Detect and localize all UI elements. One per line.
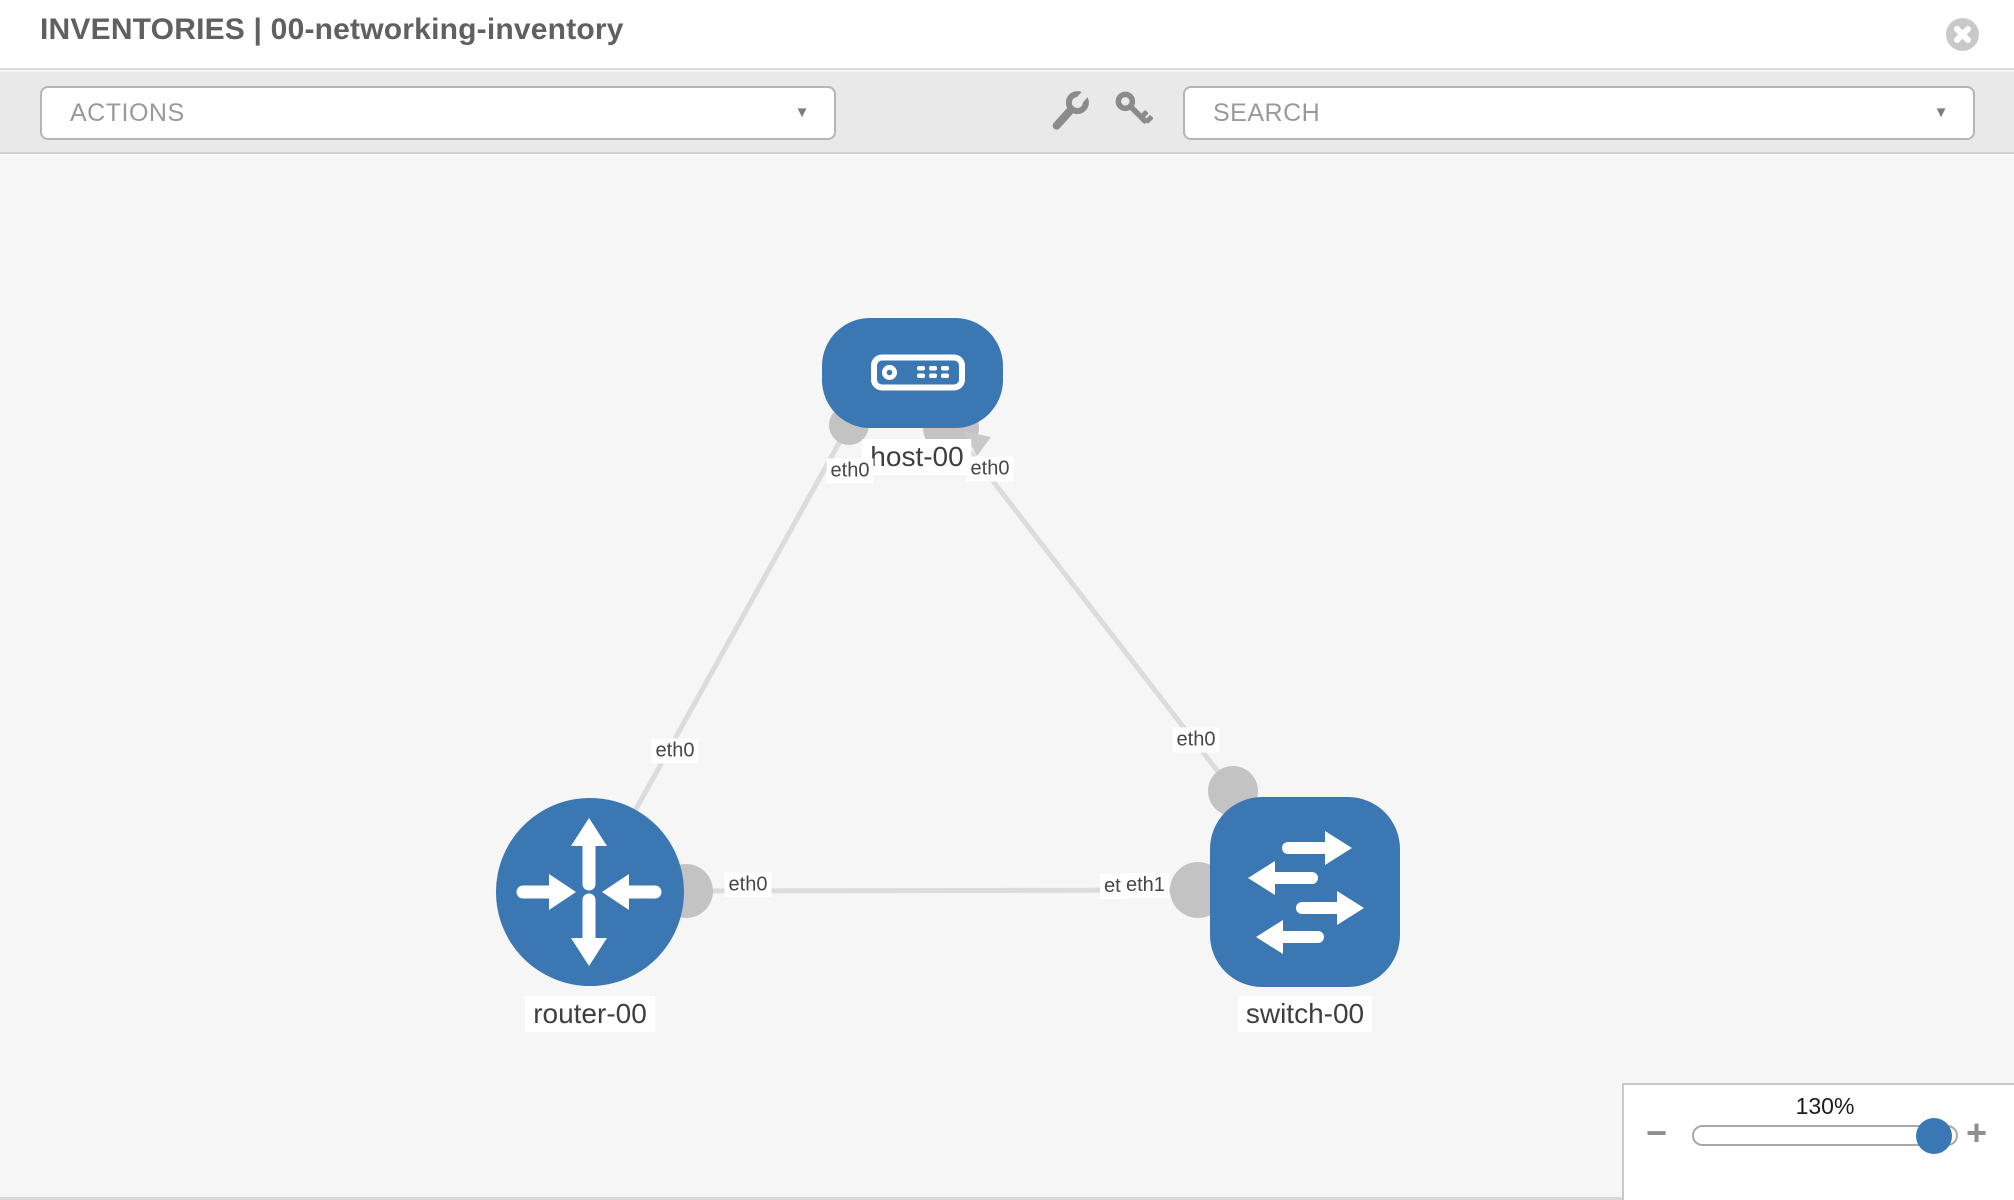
zoom-slider[interactable] <box>1692 1118 1958 1154</box>
if-label-router-eth0: eth0 <box>724 872 772 898</box>
configure-button[interactable] <box>1040 85 1096 141</box>
switch-icon <box>1248 831 1364 954</box>
close-icon <box>1954 26 1971 43</box>
canvas-bottom-edge <box>0 1197 1624 1200</box>
close-button[interactable] <box>1946 18 1979 51</box>
zoom-out-button[interactable]: − <box>1646 1112 1668 1153</box>
node-label-router: router-00 <box>525 996 655 1032</box>
toolbar: ACTIONS ▼ SEAR <box>0 72 2014 154</box>
chevron-down-icon: ▼ <box>1933 104 1949 121</box>
page-title: INVENTORIES | 00-networking-inventory <box>40 13 624 46</box>
zoom-control-panel: 130% − + <box>1622 1083 2014 1200</box>
chevron-down-icon: ▼ <box>794 104 810 121</box>
link-arrowhead <box>963 431 991 456</box>
actions-dropdown[interactable]: ACTIONS ▼ <box>40 86 836 140</box>
key-icon <box>1115 91 1154 124</box>
router-icon <box>516 818 662 966</box>
host-icon <box>871 354 965 391</box>
wrench-icon <box>1052 90 1090 130</box>
if-label-host-eth0-right: eth0 <box>966 456 1014 482</box>
node-host-00[interactable] <box>822 318 1003 428</box>
search-dropdown-label: SEARCH <box>1213 99 1321 127</box>
key-button[interactable] <box>1106 85 1162 141</box>
node-router-00[interactable] <box>496 798 684 986</box>
if-label-host-eth0-left: eth0 <box>826 458 874 484</box>
header-bar: INVENTORIES | 00-networking-inventory <box>0 0 2014 70</box>
node-switch-00[interactable] <box>1210 797 1400 987</box>
if-label-switch-eth0: eth0 <box>1172 727 1220 753</box>
zoom-in-button[interactable]: + <box>1966 1112 1988 1153</box>
node-label-switch: switch-00 <box>1237 996 1373 1032</box>
zoom-level: 130% <box>1795 1093 1855 1119</box>
search-dropdown[interactable]: SEARCH ▼ <box>1183 86 1975 140</box>
topology-canvas[interactable] <box>0 156 2014 1200</box>
if-label-router-eth0-up: eth0 <box>651 738 699 764</box>
zoom-slider-thumb[interactable] <box>1916 1118 1952 1154</box>
node-label-host: host-00 <box>862 439 972 475</box>
actions-dropdown-label: ACTIONS <box>70 99 185 127</box>
if-label-switch-eth1: eth1 <box>1122 873 1169 898</box>
